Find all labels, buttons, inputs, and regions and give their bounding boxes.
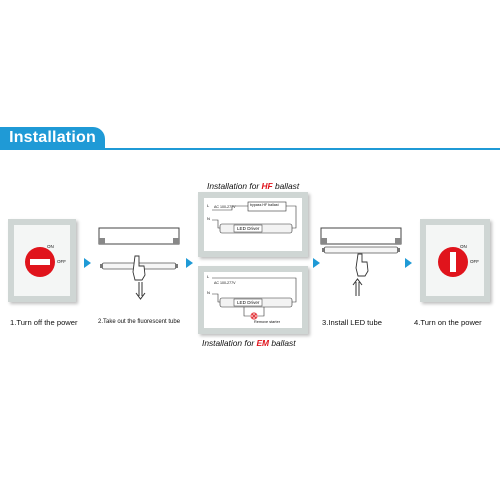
switch-off-label: OFF	[470, 259, 479, 264]
em-driver-label: LED Driver	[237, 300, 260, 305]
em-voltage-label: AC 100-277V	[214, 281, 236, 285]
page-title: Installation	[9, 129, 96, 146]
power-switch-on-icon	[438, 247, 468, 277]
switch-on-label: ON	[460, 244, 467, 249]
hf-wiring-diagram	[212, 201, 297, 234]
hf-caption: Installation for HF ballast	[207, 181, 300, 191]
bypass-label: bypass HF ballast	[250, 203, 279, 207]
step-3-illustration	[320, 222, 402, 300]
step-4-panel: ON OFF	[420, 219, 490, 302]
hf-diagram-panel: bypass HF ballast AC 100-277V L N LED Dr…	[198, 192, 308, 257]
switch-on-label: ON	[47, 244, 54, 249]
install-tube-illustration	[320, 227, 402, 296]
em-diagram-panel: AC 100-277V L N LED Driver Remove starte…	[198, 266, 308, 334]
header-rule	[0, 148, 500, 150]
step-1-caption: 1.Turn off the power	[10, 318, 78, 327]
hf-n-label: N	[207, 216, 210, 221]
step-4-caption: 4.Turn on the power	[414, 318, 482, 327]
hf-l-label: L	[207, 203, 210, 208]
arrow-right-icon	[405, 258, 412, 268]
step-2-illustration	[98, 222, 180, 300]
remove-tube-illustration	[98, 227, 180, 300]
starter-label: Remove starter	[254, 320, 280, 324]
step-1-panel: ON OFF	[8, 219, 76, 302]
header-tab	[0, 127, 105, 149]
arrow-right-icon	[186, 258, 193, 268]
switch-off-label: OFF	[57, 259, 66, 264]
em-wiring-diagram	[212, 277, 297, 320]
step-3-caption: 3.Install LED tube	[322, 318, 382, 327]
em-l-label: L	[207, 274, 210, 279]
power-switch-off-icon	[25, 247, 55, 277]
hf-driver-label: LED Driver	[237, 226, 260, 231]
hf-voltage-label: AC 100-277V	[214, 205, 236, 209]
em-caption: Installation for EM ballast	[202, 338, 296, 348]
step-2-caption: 2.Take out the fluorescent tube	[98, 319, 181, 325]
arrow-right-icon	[84, 258, 91, 268]
arrow-right-icon	[313, 258, 320, 268]
em-n-label: N	[207, 290, 210, 295]
